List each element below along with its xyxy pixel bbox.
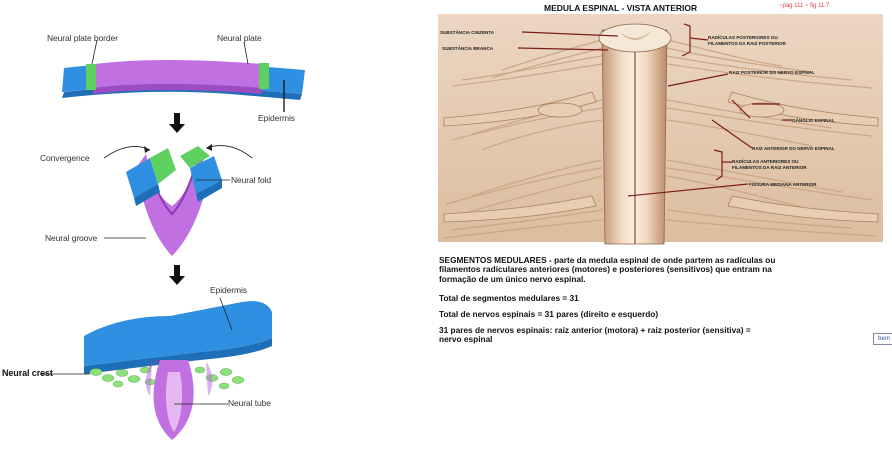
pares-paragraph: 31 pares de nervos espinais: raiz anteri… xyxy=(439,326,751,345)
label-neural-fold: Neural fold xyxy=(231,175,271,185)
label-neural-plate-border: Neural plate border xyxy=(47,33,118,43)
label-epidermis-bottom: Epidermis xyxy=(210,285,247,295)
label-neural-crest: Neural crest xyxy=(2,368,53,378)
stage-1-neural-plate xyxy=(62,40,305,112)
label-convergence: Convergence xyxy=(40,153,89,163)
total-nervos: Total de nervos espinais = 31 pares (dir… xyxy=(439,310,658,319)
spinal-cord-slide: MEDULA ESPINAL - VISTA ANTERIOR ~pag 111… xyxy=(432,0,892,350)
stage-2-neural-groove xyxy=(104,144,252,256)
label-radiculas-anteriores-1: RADÍCULAS ANTERIORES OU xyxy=(732,159,798,164)
segmentos-line-3: formação de um único nervo espinal. xyxy=(439,275,775,284)
label-raiz-posterior: RAIZ POSTERIOR DO NERVO ESPINAL xyxy=(729,70,815,75)
neural-tube-illustration xyxy=(0,0,330,445)
neural-tube-diagram: Neural plate border Neural plate Epiderm… xyxy=(0,0,330,445)
pares-line-2: nervo espinal xyxy=(439,335,751,344)
label-ganglio: GÂNGLIO ESPINAL xyxy=(792,118,835,123)
label-neural-groove: Neural groove xyxy=(45,233,97,243)
label-radiculas-anteriores-2: FILAMENTOS DA RAIZ ANTERIOR xyxy=(732,165,807,170)
label-substancia-branca: SUBSTÂNCIA BRANCA xyxy=(442,46,493,51)
label-epidermis-top: Epidermis xyxy=(258,113,295,123)
label-substancia-cinzenta: SUBSTÂNCIA CINZENTA xyxy=(440,30,494,35)
label-radiculas-posteriores-2: FILAMENTOS DA RAIZ POSTERIOR xyxy=(708,41,786,46)
segmentos-paragraph: SEGMENTOS MEDULARES - parte da medula es… xyxy=(439,256,775,284)
spinal-cord-illustration xyxy=(432,0,892,250)
label-radiculas-posteriores-1: RADÍCULAS POSTERIORES OU xyxy=(708,35,778,40)
label-neural-plate: Neural plate xyxy=(217,33,262,43)
label-neural-tube: Neural tube xyxy=(228,398,271,408)
corner-badge[interactable]: bem xyxy=(873,333,892,345)
stage-3-neural-tube xyxy=(40,298,272,440)
total-segmentos: Total de segmentos medulares = 31 xyxy=(439,294,579,303)
label-raiz-anterior: RAIZ ANTERIOR DO NERVO ESPINAL xyxy=(752,146,835,151)
label-fissura: FISSURA MEDIANA ANTERIOR xyxy=(749,182,817,187)
